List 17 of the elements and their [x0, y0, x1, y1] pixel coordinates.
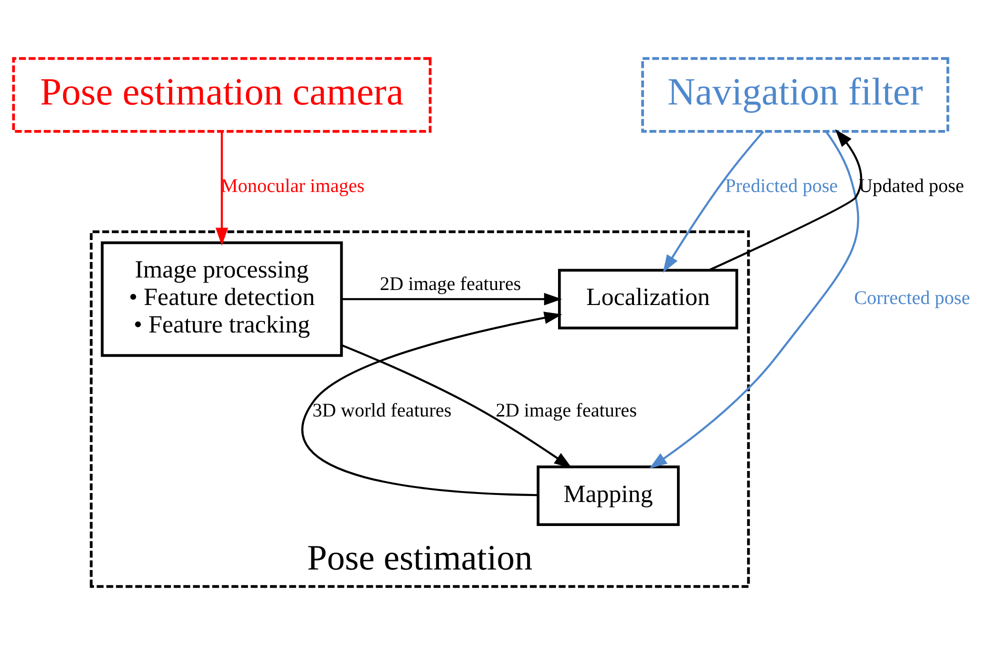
edge-label: Corrected pose: [854, 288, 970, 309]
node-box: Pose estimation camera: [12, 56, 432, 132]
arrow: [649, 130, 860, 468]
node-box: Mapping: [536, 465, 680, 526]
node-box: Image processing • Feature detection • Feature tracking: [100, 240, 343, 356]
arrow: [342, 344, 572, 468]
node-box: Navigation filter: [641, 56, 950, 132]
arrow: [302, 311, 562, 496]
node-box: Localization: [558, 268, 738, 329]
arrow: [708, 128, 862, 271]
edge-label: 2D image features: [380, 273, 521, 294]
edge-label: 3D world features: [312, 400, 452, 421]
edge-label: Predicted pose: [725, 176, 838, 197]
arrow: [342, 292, 562, 305]
edge-label: 2D image features: [496, 400, 637, 421]
arrow: [216, 130, 228, 246]
arrow: [662, 130, 764, 272]
